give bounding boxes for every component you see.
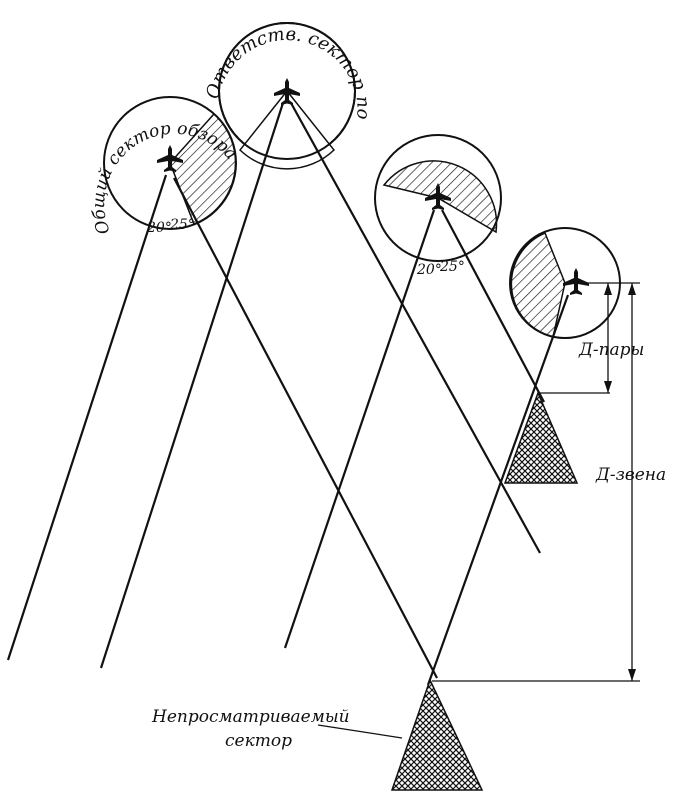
- flight-distance-label: Д-звена: [595, 465, 666, 485]
- sector-lines: [6, 102, 570, 686]
- blind-sector-label-line2: сектор: [225, 731, 292, 751]
- distance-markers: [317, 282, 640, 739]
- pair-distance-label: Д-пары: [578, 340, 644, 360]
- angle-right-label-1: 25°: [169, 217, 195, 233]
- angle-left-label-2: 20°: [416, 262, 442, 278]
- blind-sector-mid: [503, 390, 579, 484]
- blind-sector-bottom: [390, 678, 484, 791]
- angle-right-label-2: 25°: [439, 259, 465, 275]
- sector-circle-4: [509, 227, 621, 339]
- angle-left-label-1: 20°: [146, 220, 172, 236]
- blind-sector-label-line1: Непросматриваемый: [151, 707, 350, 727]
